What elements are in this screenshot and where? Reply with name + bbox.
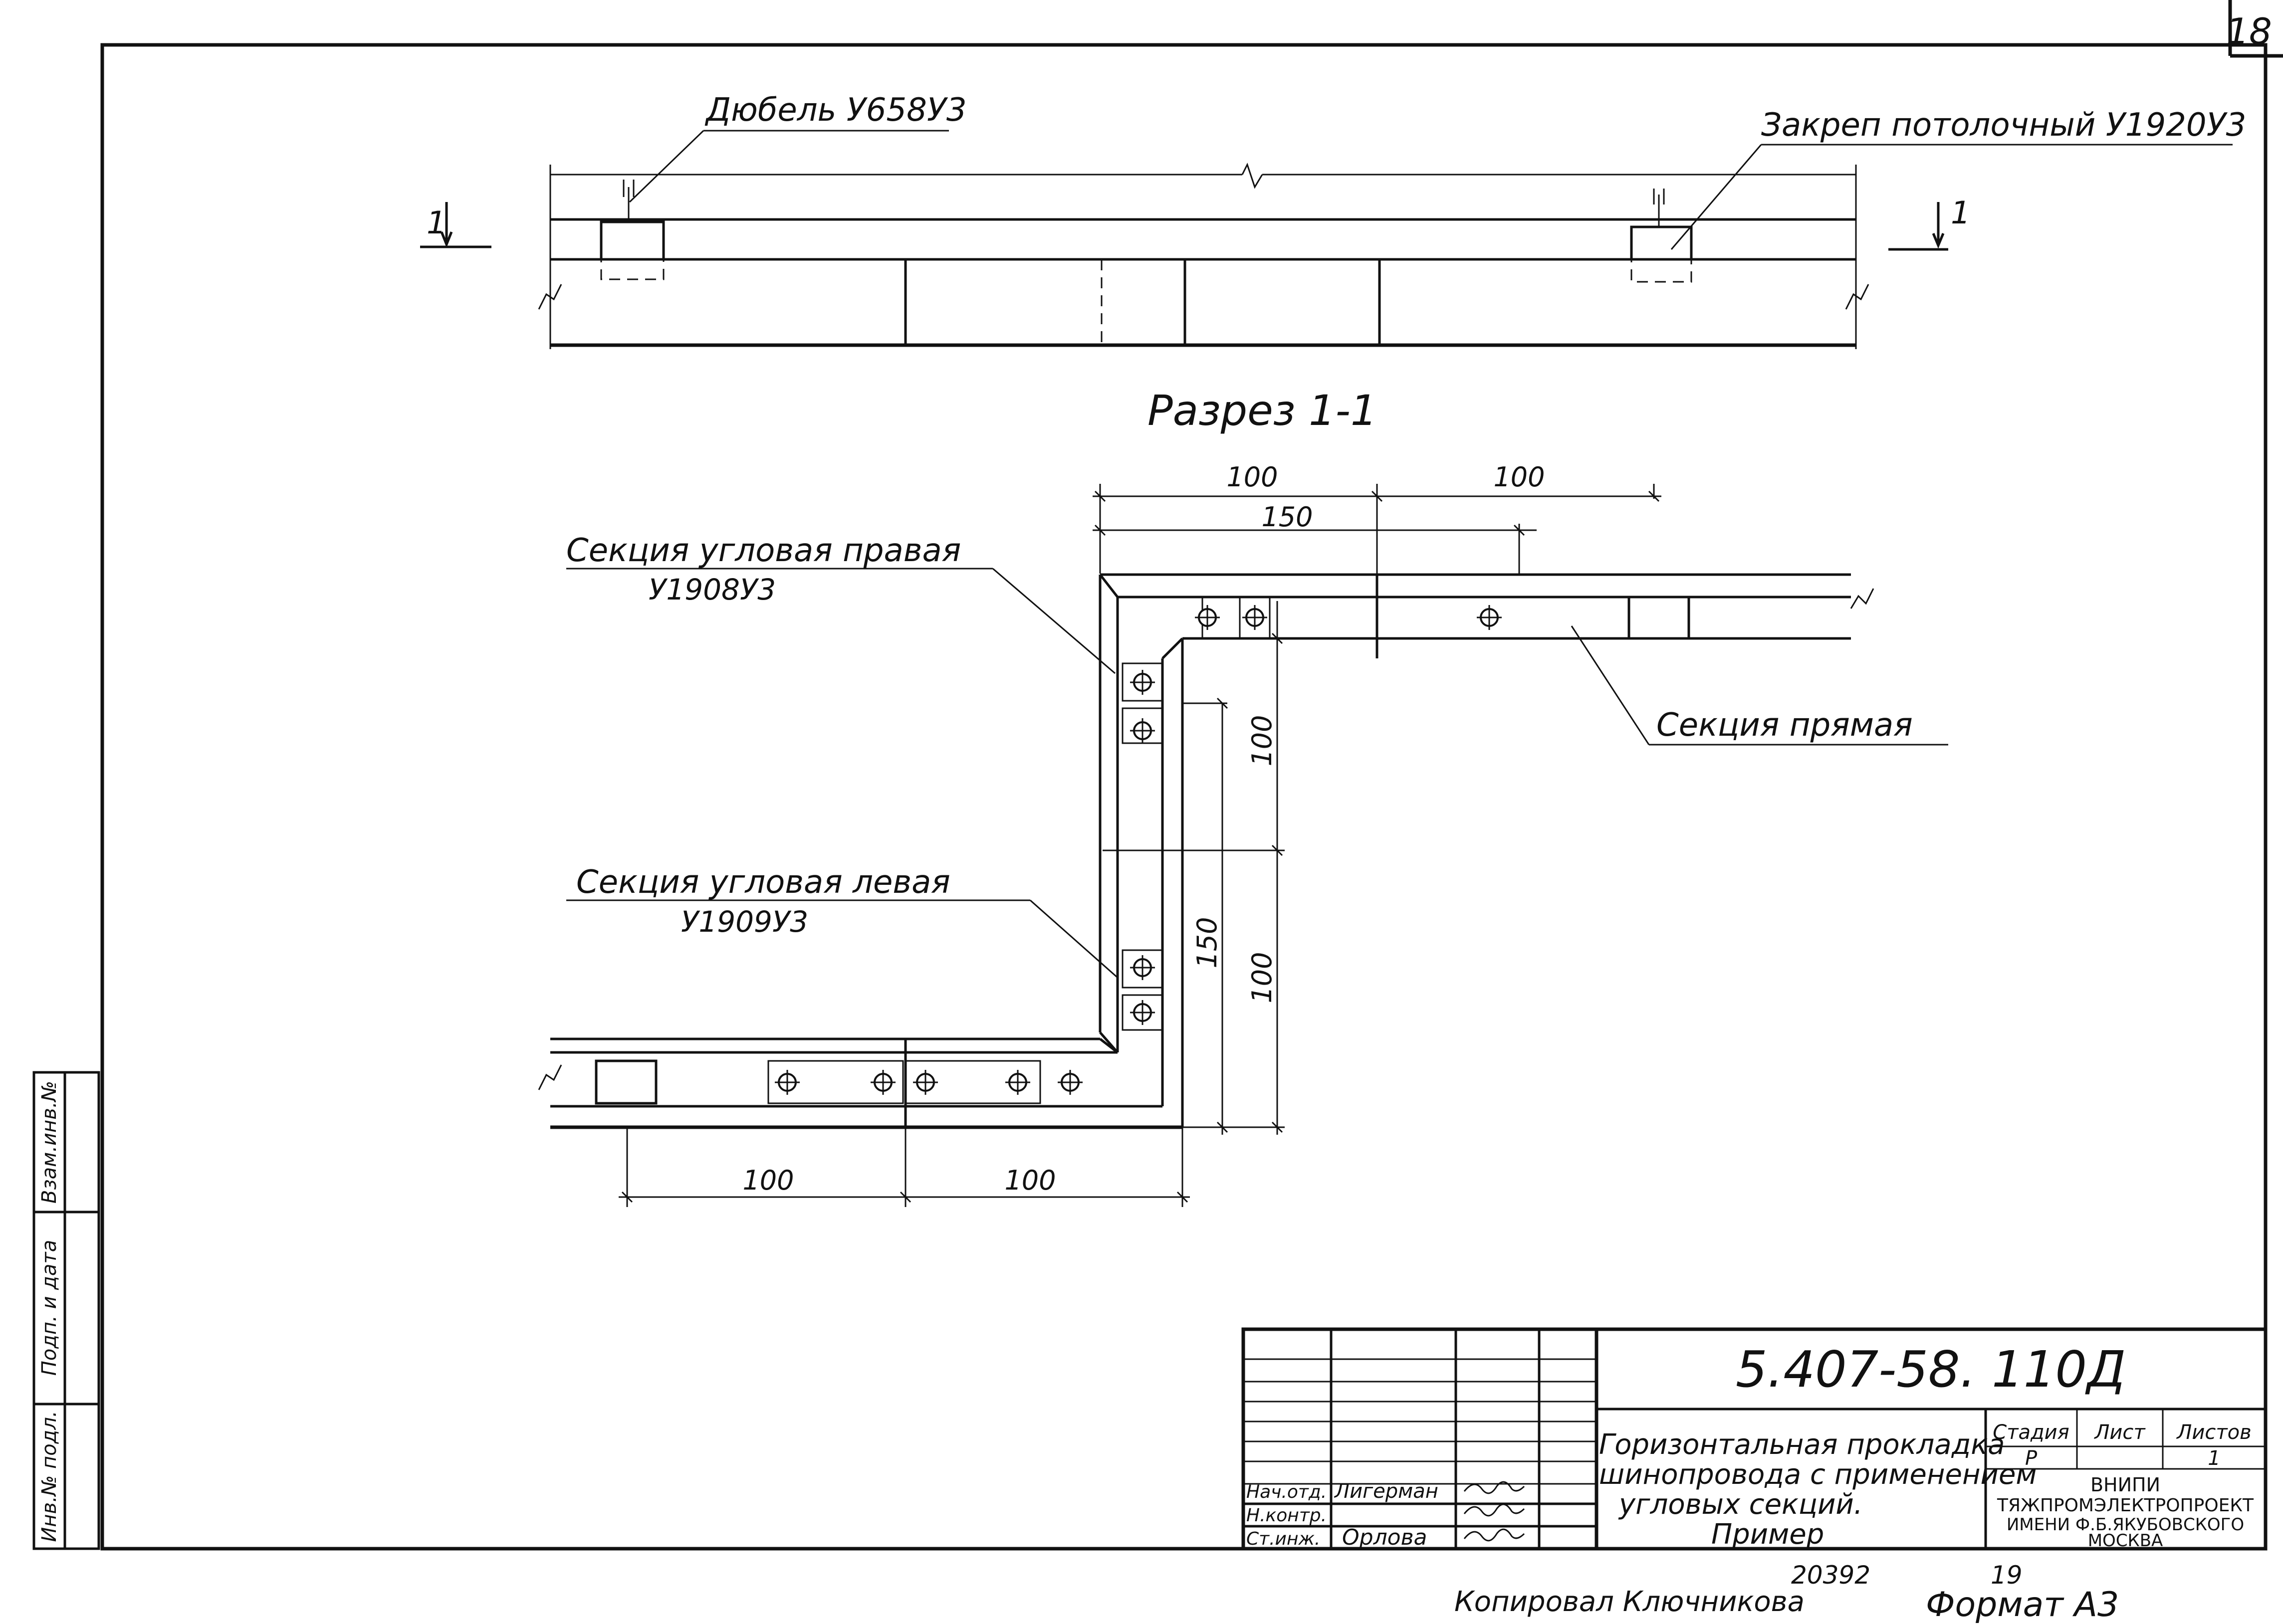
page-number: 18: [2226, 10, 2272, 52]
bolt-holes: [775, 605, 1502, 1095]
role-head-dept: Нач.отд.: [1246, 1482, 1327, 1502]
document-code: 5.407-58. 110Д: [1736, 1340, 2126, 1399]
org-line-1: ВНИПИ: [2090, 1474, 2160, 1496]
bolt-hole-icon: [1130, 670, 1155, 695]
footer-archive-number: 20392: [1791, 1561, 1870, 1590]
dimension-lines: [619, 484, 1661, 1207]
sheet-header: Лист: [2093, 1421, 2146, 1444]
bolt-hole-icon: [1130, 955, 1155, 980]
drawing-title-line-3: угловых секций.: [1618, 1488, 1863, 1521]
footer-sheet-mark: 19: [1991, 1561, 2023, 1590]
bolt-hole-icon: [1130, 718, 1155, 743]
name-senior-engineer: Орлова: [1342, 1525, 1427, 1550]
label-corner-right: Секция угловая правая: [566, 532, 961, 569]
footer-format: Формат А3: [1926, 1585, 2119, 1624]
plan-view: [420, 130, 2233, 349]
label-dowel: Дюбель У658У3: [704, 92, 967, 129]
dim-bottom-a: 100: [742, 1165, 794, 1196]
side-stamp-original-inv: Инв.№ подл.: [38, 1411, 61, 1542]
org-line-2: ТЯЖПРОМЭЛЕКТРОПРОЕКТ: [1997, 1495, 2254, 1516]
org-line-3: ИМЕНИ Ф.Б.ЯКУБОВСКОГО: [2007, 1515, 2244, 1535]
drawing-title-line-1: Горизонтальная прокладка: [1599, 1428, 2005, 1461]
section-title: Разрез 1-1: [1147, 386, 1377, 435]
drawing-title-line-2: шинопровода с применением: [1599, 1458, 2037, 1491]
dim-right-c: 100: [1246, 952, 1278, 1003]
side-stamp: [32, 1071, 100, 1550]
bolt-hole-icon: [1058, 1070, 1083, 1095]
side-stamp-signature-date: Подп. и дата: [38, 1240, 61, 1376]
dim-top-b: 100: [1493, 461, 1545, 493]
dim-top-a: 100: [1226, 461, 1278, 493]
dim-right-b: 150: [1191, 917, 1223, 968]
org-line-4: МОСКВА: [2088, 1531, 2163, 1551]
bolt-hole-icon: [871, 1070, 896, 1095]
bolt-hole-icon: [1005, 1070, 1030, 1095]
bolt-hole-icon: [913, 1070, 938, 1095]
code-corner-right: У1908У3: [649, 573, 776, 607]
section-view: [538, 573, 1874, 1129]
sheets-header: Листов: [2176, 1421, 2251, 1444]
role-senior-engineer: Ст.инж.: [1246, 1529, 1320, 1549]
bolt-hole-icon: [1477, 605, 1502, 630]
side-stamp-replacement-inv: Взам.инв.№: [38, 1081, 61, 1204]
label-corner-left: Секция угловая левая: [576, 864, 950, 901]
section-mark-left: 1: [427, 204, 446, 241]
drawing-title-line-4: Пример: [1711, 1518, 1824, 1551]
bolt-hole-icon: [775, 1070, 800, 1095]
dim-bottom-b: 100: [1004, 1165, 1056, 1196]
footer-copied-by: Копировал Ключникова: [1454, 1586, 1805, 1618]
name-head-dept: Лигерман: [1334, 1480, 1438, 1503]
bolt-hole-icon: [1242, 605, 1267, 630]
label-straight-section: Секция прямая: [1656, 707, 1913, 744]
stage-header: Стадия: [1993, 1421, 2069, 1444]
stage-value: Р: [2025, 1447, 2038, 1470]
code-corner-left: У1909У3: [681, 905, 808, 939]
sheet-frame: [100, 0, 2283, 1551]
dim-right-a: 100: [1246, 715, 1278, 766]
section-leaders: [566, 568, 1948, 979]
dim-top-c: 150: [1261, 501, 1313, 533]
label-ceiling-clamp: Закреп потолочный У1920У3: [1761, 107, 2246, 144]
sheets-value: 1: [2208, 1447, 2220, 1470]
bolt-hole-icon: [1195, 605, 1220, 630]
title-block: [1241, 1327, 2268, 1551]
role-norm-control: Н.контр.: [1246, 1505, 1327, 1526]
bolt-hole-icon: [1130, 1000, 1155, 1025]
section-mark-right: 1: [1951, 195, 1970, 231]
